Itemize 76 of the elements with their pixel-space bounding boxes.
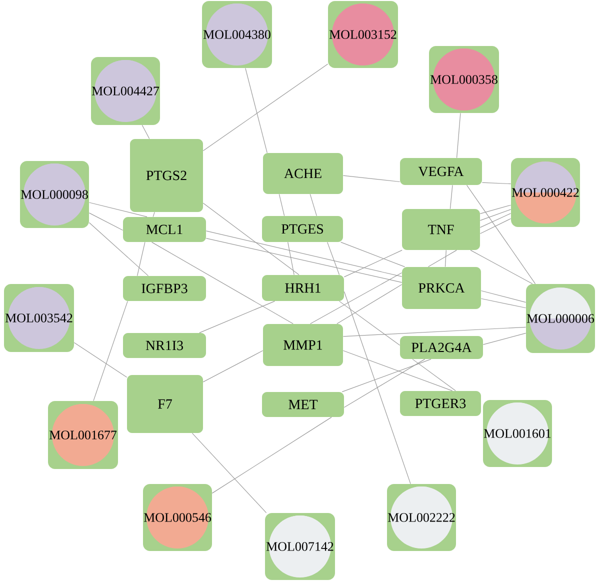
target-box: MCL1 bbox=[123, 217, 206, 242]
connecting-line bbox=[202, 350, 264, 382]
connecting-line bbox=[288, 242, 294, 276]
connecting-line bbox=[212, 416, 332, 494]
connecting-line bbox=[206, 238, 402, 283]
connecting-line bbox=[480, 290, 526, 303]
target-box: MMP1 bbox=[263, 324, 343, 366]
connecting-line bbox=[93, 300, 128, 402]
connecting-line bbox=[444, 250, 446, 268]
connecting-line bbox=[412, 358, 456, 392]
connecting-line bbox=[480, 298, 526, 308]
connecting-line bbox=[327, 242, 340, 276]
connecting-line bbox=[278, 194, 285, 216]
connecting-line bbox=[342, 350, 453, 392]
target-box: HRH1 bbox=[262, 275, 344, 301]
connecting-line bbox=[342, 326, 526, 337]
connecting-line bbox=[340, 242, 406, 268]
connecting-line bbox=[344, 291, 411, 484]
connecting-line bbox=[456, 112, 461, 158]
connecting-line bbox=[192, 432, 267, 514]
connecting-line bbox=[88, 222, 149, 276]
molecule-node: MOL003542 bbox=[4, 284, 74, 352]
connecting-line bbox=[338, 300, 400, 346]
target-box: PRKCA bbox=[402, 267, 481, 309]
connecting-line bbox=[199, 300, 275, 334]
connecting-line bbox=[88, 202, 148, 218]
molecule-node: MOL000358 bbox=[429, 46, 499, 113]
connecting-line bbox=[342, 175, 400, 182]
molecule-node: MOL000546 bbox=[143, 484, 212, 551]
molecule-node: MOL003152 bbox=[328, 1, 398, 68]
molecule-node: MOL002222 bbox=[387, 484, 456, 551]
connecting-line bbox=[202, 64, 328, 152]
target-box: F7 bbox=[127, 375, 203, 433]
connecting-line bbox=[88, 212, 124, 231]
connecting-line bbox=[450, 184, 453, 210]
molecule-node: MOL001677 bbox=[48, 400, 118, 469]
target-box: PTGER3 bbox=[400, 391, 481, 416]
connecting-line bbox=[202, 202, 300, 276]
connecting-line bbox=[245, 68, 268, 154]
connecting-line bbox=[342, 358, 432, 392]
connecting-line bbox=[152, 242, 294, 324]
connecting-line bbox=[344, 250, 402, 278]
connecting-line bbox=[336, 284, 402, 324]
connecting-line bbox=[152, 212, 155, 218]
molecule-node: MOL000098 bbox=[20, 161, 89, 228]
connecting-line bbox=[74, 342, 128, 378]
connecting-line bbox=[344, 358, 426, 408]
target-box: TNF bbox=[402, 209, 480, 250]
target-box: VEGFA bbox=[400, 158, 482, 185]
target-box: MET bbox=[262, 392, 344, 417]
target-box: PTGES bbox=[262, 216, 343, 242]
connecting-line bbox=[482, 182, 512, 184]
connecting-line bbox=[206, 230, 402, 277]
connecting-line bbox=[310, 194, 317, 216]
molecule-node: MOL000422 bbox=[511, 158, 580, 227]
molecule-node: MOL004380 bbox=[202, 1, 272, 68]
molecule-node: MOL007142 bbox=[265, 512, 335, 580]
connecting-line bbox=[136, 242, 146, 276]
connecting-line bbox=[142, 124, 150, 140]
target-box: PLA2G4A bbox=[400, 336, 483, 359]
connecting-line bbox=[480, 213, 512, 228]
target-box: IGFBP3 bbox=[123, 276, 206, 301]
molecule-node: MOL004427 bbox=[91, 57, 160, 125]
connecting-line bbox=[470, 250, 533, 284]
connecting-line bbox=[310, 272, 402, 324]
connecting-line bbox=[480, 209, 512, 221]
connecting-line bbox=[480, 218, 512, 234]
molecule-node: MOL001601 bbox=[483, 400, 552, 467]
connecting-line bbox=[480, 204, 512, 214]
target-box: ACHE bbox=[263, 153, 343, 194]
connecting-line bbox=[482, 332, 526, 345]
connecting-line bbox=[428, 250, 457, 268]
connecting-line bbox=[466, 184, 536, 284]
molecule-node: MOL000006 bbox=[526, 284, 595, 353]
target-box: NR1I3 bbox=[123, 333, 206, 358]
target-box: PTGS2 bbox=[130, 139, 203, 212]
